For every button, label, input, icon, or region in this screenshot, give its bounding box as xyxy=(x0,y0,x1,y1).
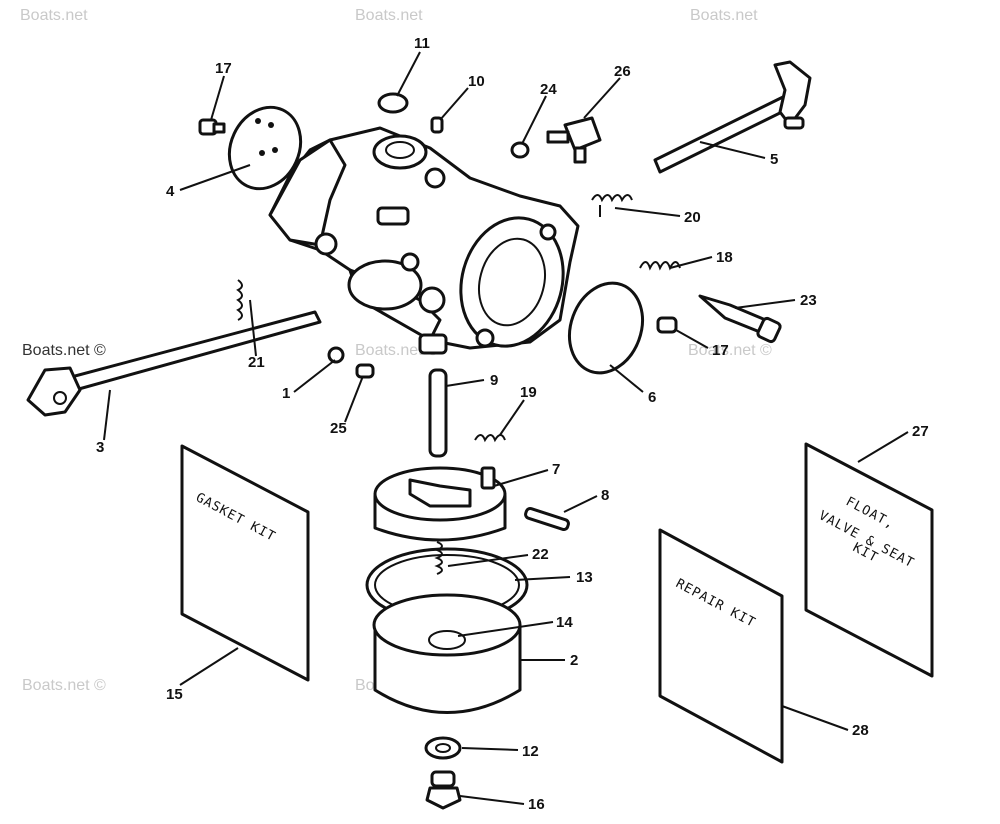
callout-1: 1 xyxy=(282,385,290,402)
spring-21 xyxy=(236,279,243,321)
callout-7: 7 xyxy=(552,461,560,478)
small-plug xyxy=(430,116,444,134)
drain-plug xyxy=(425,770,462,810)
watermark-text: Boats.net xyxy=(355,7,423,24)
callout-numbers: 11 10 24 26 17 4 5 20 18 23 17 6 21 1 3 … xyxy=(96,35,929,813)
throttle-plate-lower xyxy=(568,281,644,375)
callout-15: 15 xyxy=(166,686,183,703)
fuel-fitting xyxy=(546,116,602,164)
watermark-text: Boats.net © xyxy=(688,342,772,359)
float-valve-seat-kit-card: FLOAT, VALVE & SEAT KIT xyxy=(804,442,934,678)
callout-25: 25 xyxy=(330,420,347,437)
callout-2: 2 xyxy=(570,652,578,669)
adjustment-needle xyxy=(698,294,782,344)
spring-22 xyxy=(434,541,443,575)
callout-11: 11 xyxy=(414,35,430,52)
callout-10: 10 xyxy=(468,73,485,90)
callout-28: 28 xyxy=(852,722,869,739)
callout-20: 20 xyxy=(684,209,701,226)
callout-13: 13 xyxy=(576,569,593,586)
callout-9: 9 xyxy=(490,372,498,389)
spring-18 xyxy=(639,261,681,271)
screw-25 xyxy=(355,363,375,379)
callout-26: 26 xyxy=(614,63,631,80)
spring-19 xyxy=(474,434,506,443)
callout-16: 16 xyxy=(528,796,545,813)
carburetor-body xyxy=(268,126,580,355)
callout-23: 23 xyxy=(800,292,817,309)
callout-5: 5 xyxy=(770,151,778,168)
float xyxy=(373,466,507,542)
screw-17-lower xyxy=(656,316,678,334)
screw-17-upper xyxy=(198,118,226,136)
washer-1 xyxy=(327,346,345,364)
welch-plug xyxy=(377,92,409,114)
float-pin xyxy=(524,506,570,532)
repair-kit-card: REPAIR KIT xyxy=(658,528,784,764)
callout-18: 18 xyxy=(716,249,733,266)
callout-3: 3 xyxy=(96,439,104,456)
inlet-needle xyxy=(428,368,448,458)
spring-20 xyxy=(591,194,633,217)
callout-19: 19 xyxy=(520,384,537,401)
leader-lines xyxy=(103,51,909,805)
watermark-text: Boats.net © xyxy=(22,677,106,694)
callout-22: 22 xyxy=(532,546,549,563)
choke-shaft xyxy=(653,60,812,174)
callout-17-lower: 17 xyxy=(712,342,729,359)
callout-17-upper: 17 xyxy=(215,60,232,77)
callout-21: 21 xyxy=(248,354,265,371)
watermark-text: Boats.net © xyxy=(22,342,106,359)
throttle-shaft xyxy=(26,310,322,417)
watermark-text: Boats.net xyxy=(20,7,88,24)
callout-12: 12 xyxy=(522,743,539,760)
callout-8: 8 xyxy=(601,487,609,504)
watermark-text: Boats.net xyxy=(690,7,758,24)
callout-27: 27 xyxy=(912,423,929,440)
throttle-plate-upper xyxy=(227,105,303,191)
callout-6: 6 xyxy=(648,389,656,406)
callout-24: 24 xyxy=(540,81,557,98)
gasket-kit-card: GASKET KIT xyxy=(180,444,310,682)
nut-24 xyxy=(510,141,530,159)
float-bowl xyxy=(372,593,522,714)
callout-14: 14 xyxy=(556,614,573,631)
callout-4: 4 xyxy=(166,183,175,200)
watermark-text: Boats.net © xyxy=(355,342,439,359)
